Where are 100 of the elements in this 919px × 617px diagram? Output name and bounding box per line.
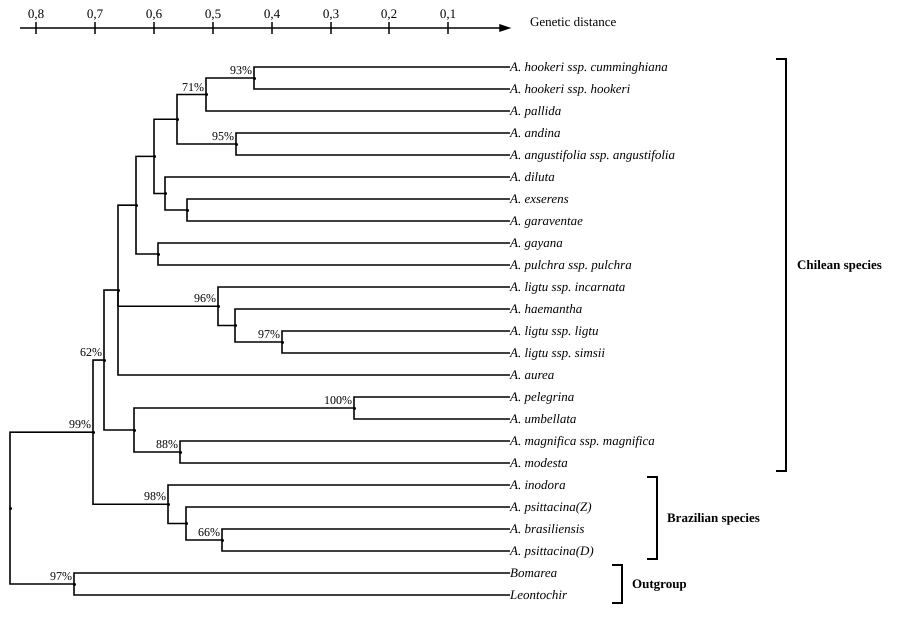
axis-title: Genetic distance: [530, 14, 616, 29]
tree-branch: [153, 118, 177, 156]
tree-branch: [92, 432, 168, 506]
tick-label: 0,8: [28, 6, 44, 21]
species-name: A. inodora: [510, 477, 566, 493]
tree-branch: [164, 194, 187, 211]
tree-branch: [176, 94, 206, 120]
branch-point: [184, 522, 188, 525]
species-name: A. pallida: [510, 103, 562, 119]
support-value: 96%: [194, 292, 216, 306]
tick-label: 0,7: [86, 6, 104, 21]
branch-point: [220, 538, 224, 542]
species-name: A. ligtu ssp. ligtu: [510, 323, 598, 339]
tree-branch: [353, 408, 510, 420]
tree-branch: [205, 77, 254, 94]
tree-branch: [117, 204, 136, 290]
tree-branch: [234, 326, 282, 343]
tree-branch: [235, 132, 510, 144]
branch-point: [92, 430, 94, 434]
species-name: A. psittacina(D): [510, 543, 594, 559]
support-value: 99%: [69, 418, 91, 432]
tree-branch: [167, 484, 510, 504]
species-name: A. haemantha: [510, 301, 582, 317]
tree-branch: [176, 119, 236, 145]
tree-branch: [9, 431, 93, 508]
species-name: A. andina: [510, 125, 561, 141]
tick-label: 0,1: [440, 6, 456, 21]
branch-point: [8, 506, 12, 510]
tree-branch: [103, 289, 118, 360]
species-name: A. gayana: [510, 235, 563, 251]
tree-branch: [253, 78, 510, 90]
species-name: A. hookeri ssp. cumminghiana: [510, 59, 668, 75]
tree-branch: [281, 330, 510, 342]
support-value: 100%: [324, 394, 352, 407]
tree-branch: [221, 540, 510, 552]
tree-branch: [205, 94, 510, 112]
tree-branch: [73, 572, 510, 584]
branch-point: [152, 154, 156, 158]
tick-label: 0,6: [146, 6, 162, 21]
support-value: 93%: [230, 64, 252, 77]
branch-point: [352, 406, 356, 410]
branch-point: [216, 304, 220, 308]
tree-branch: [353, 396, 510, 408]
tree-branch: [185, 524, 222, 541]
branch-point: [72, 582, 76, 586]
tree-branch: [117, 290, 510, 376]
branch-point: [132, 428, 136, 432]
branch-point: [116, 288, 120, 292]
species-name: A. modesta: [510, 455, 568, 471]
species-name: A. angustifolia ssp. angustifolia: [510, 147, 676, 163]
group-label: Brazilian species: [667, 510, 760, 525]
tree-branch: [221, 528, 510, 540]
branch-point: [252, 76, 256, 80]
support-value: 62%: [80, 346, 102, 360]
branch-point: [178, 450, 182, 454]
branch-point: [156, 252, 160, 256]
support-value: 95%: [212, 130, 234, 143]
tree-branch: [179, 452, 510, 464]
tick-label: 0,4: [264, 6, 280, 21]
tree-branch: [153, 156, 165, 194]
support-value: 71%: [182, 80, 204, 94]
tree-branch: [217, 286, 510, 306]
tick-label: 0,5: [204, 6, 222, 21]
species-name: A. psittacina(Z): [510, 499, 592, 515]
species-name: A. pulchra ssp. pulchra: [510, 257, 632, 273]
support-value: 97%: [50, 570, 72, 583]
branch-point: [234, 142, 238, 146]
tree-branch: [135, 205, 158, 255]
species-name: A. diluta: [510, 169, 555, 185]
species-name: Leontochir: [510, 587, 568, 603]
tree-branch: [253, 66, 510, 78]
branch-point: [134, 204, 138, 207]
tree-branch: [185, 506, 510, 524]
species-name: A. ligtu ssp. simsii: [510, 345, 605, 361]
tree-branch: [186, 210, 510, 222]
support-value: 98%: [144, 490, 166, 504]
species-name: A. aurea: [510, 367, 554, 383]
branch-point: [176, 118, 178, 121]
tree-branch: [186, 198, 510, 210]
species-name: A. magnifica ssp. magnifica: [510, 433, 655, 449]
tree-branch: [133, 430, 180, 453]
species-name: A. umbellata: [510, 411, 576, 427]
species-name: A. ligtu ssp. incarnata: [510, 279, 626, 295]
tree-branch: [234, 308, 510, 326]
tree-branch: [157, 242, 510, 254]
species-name: A. exserens: [510, 191, 569, 207]
species-name: A. pelegrina: [510, 389, 574, 405]
group-label: Outgroup: [632, 576, 687, 591]
tree-branch: [179, 440, 510, 452]
tick-label: 0,3: [322, 6, 340, 21]
tick-label: 0,2: [380, 6, 398, 21]
tree-branch: [135, 156, 154, 206]
species-name: Bomarea: [510, 565, 558, 581]
tree-branch: [73, 584, 510, 596]
tree-branch: [217, 306, 235, 326]
branch-point: [164, 192, 166, 195]
species-name: A. garaventae: [510, 213, 583, 229]
branch-point: [166, 502, 170, 506]
tree-branch: [103, 360, 134, 431]
tree-branch: [164, 176, 510, 194]
